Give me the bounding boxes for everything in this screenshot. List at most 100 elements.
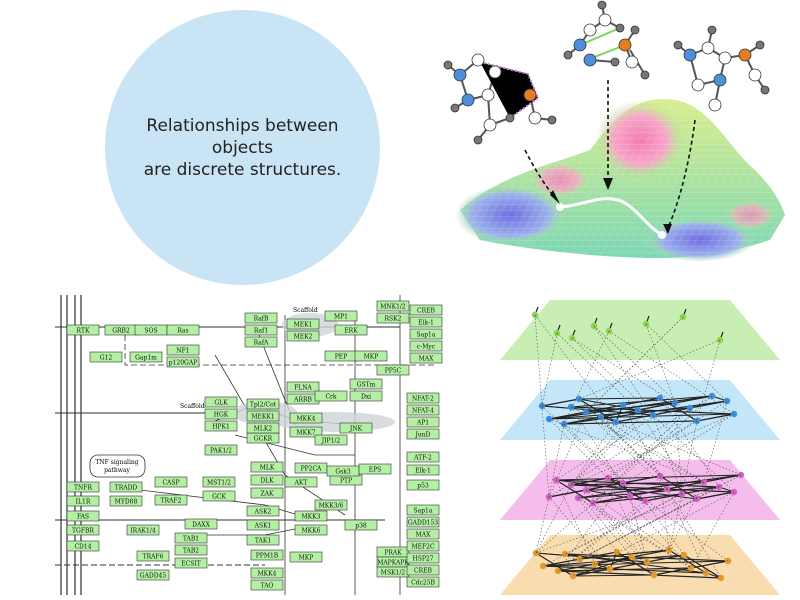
pathway-node-label: GCK [212,494,226,501]
pathway-node-label: MKK4 [297,416,316,423]
reaction-path [559,197,663,237]
pathway-node: SOS [134,324,168,336]
inter-layer-link [571,337,654,416]
pathway-node-box [66,495,100,507]
inter-layer-link [579,474,742,560]
pathway-node-label: GADD45 [140,573,167,580]
pathway-node: MNK1/2 [376,300,410,312]
pathway-node-label: GRB2 [112,328,130,335]
pathway-node-box [126,524,160,536]
pathway-node: FAS [66,510,100,522]
molecule-right-atoms [673,25,770,112]
network-edge [696,491,735,500]
pathway-node-label: MYD88 [115,499,138,506]
pathway-node: ZAK [250,487,284,499]
pathway-node-label: TAB1 [183,536,199,543]
pathway-node-label: RTK [77,328,90,335]
inter-layer-link [585,489,670,551]
pathway-node: Crk [314,390,348,402]
pathway-node-box [202,476,236,488]
network-edge [557,570,722,579]
inter-layer-link [564,481,705,555]
pathway-node-label: Cdc25B [411,580,435,587]
pathway-node-label: p53 [417,483,429,490]
pathway-node-box [286,381,320,393]
pathway-node: GCK [202,490,236,502]
network-edge [542,554,685,567]
pathway-node-box [244,324,278,336]
pathway-node-box [244,336,278,348]
pathway-node-label: Tpl2/Cot [250,402,277,409]
pathway-node: IRAK1/4 [126,524,160,536]
pathway-node: MKP [354,350,388,362]
inter-layer-link [535,496,550,554]
pathway-node: MKP [289,551,323,563]
pathway-node-box [376,312,410,324]
inter-layer-link [579,486,720,560]
pathway-node-box [354,350,388,362]
pathway-node: Gsk3 [326,465,360,477]
pathway-node-label: JIP1/2 [321,438,341,445]
caption-line-2: are discrete structures. [143,159,342,180]
pathway-node: FLNA [286,381,320,393]
pathway-node-box [344,519,378,531]
pathway-node-label: MKK4 [258,571,277,578]
pathway-node-label: MKK3/6 [319,503,344,510]
pathway-node-label: RafA [254,340,269,347]
inter-layer-link [607,477,648,563]
network-edge [548,413,735,420]
inter-layer-link [622,482,729,562]
inter-layer-link [570,406,631,497]
pathway-node-box [184,518,218,530]
pathway-node-box [109,495,143,507]
inter-layer-link [607,477,692,569]
pathway-node-label: TAO [261,583,274,590]
pathway-node: AKT [284,476,318,488]
inter-layer-link [577,497,692,569]
network-edge [653,567,692,576]
pathway-node-box [409,340,443,352]
pathway-node-label: TRAF6 [143,554,164,561]
pathway-node-box [174,557,208,569]
pathway-node-label: MLK2 [254,426,273,433]
pathway-node-label: HSP27 [412,556,433,563]
pathway-node-box [166,356,200,368]
pathway-node: MKK7 [289,426,323,438]
network-node [717,574,725,582]
pathway-node-label: PRAK [384,550,402,557]
pathway-node-box [284,476,318,488]
pathway-node: Raf1 [244,324,278,336]
inter-layer-link [541,405,550,498]
pathway-node-label: HPK1 [212,424,230,431]
pathway-node: GADD153 [406,516,440,528]
inter-layer-link [570,413,735,486]
inter-layer-link [668,493,683,551]
network-edge [666,481,705,490]
network-edge [570,481,705,486]
pathway-node-label: DAXX [192,522,210,529]
pathway-node: p53 [406,479,440,491]
pathway-node: DLK [250,474,284,486]
network-edge [557,567,692,572]
pathway-node-label: RafB [254,316,269,323]
pathway-node: TAB2 [174,544,208,556]
scaffold-label-1: Scaffold [293,307,318,314]
inter-layer-link [645,323,676,404]
layer-bottom [500,535,780,595]
pathway-node: CREB [406,564,440,576]
inter-layer-link [570,421,617,486]
pathway-node-label: MAX [416,532,431,539]
pathway-node: TAK1 [246,534,280,546]
pathway-node-label: p38 [355,523,367,530]
network-edge [629,488,668,497]
network-edge [563,420,698,425]
pathway-node-label: EPS [369,467,382,474]
pathway-node-box [409,304,443,316]
scaffold-label-2: Scaffold [180,403,205,410]
inter-layer-link [592,407,691,504]
pathway-node-box [409,352,443,364]
pathway-node: TRAF6 [136,550,170,562]
pathway-node-box [406,576,440,588]
pathway-node: ASK1 [246,519,280,531]
pathway-node-box [406,392,440,404]
